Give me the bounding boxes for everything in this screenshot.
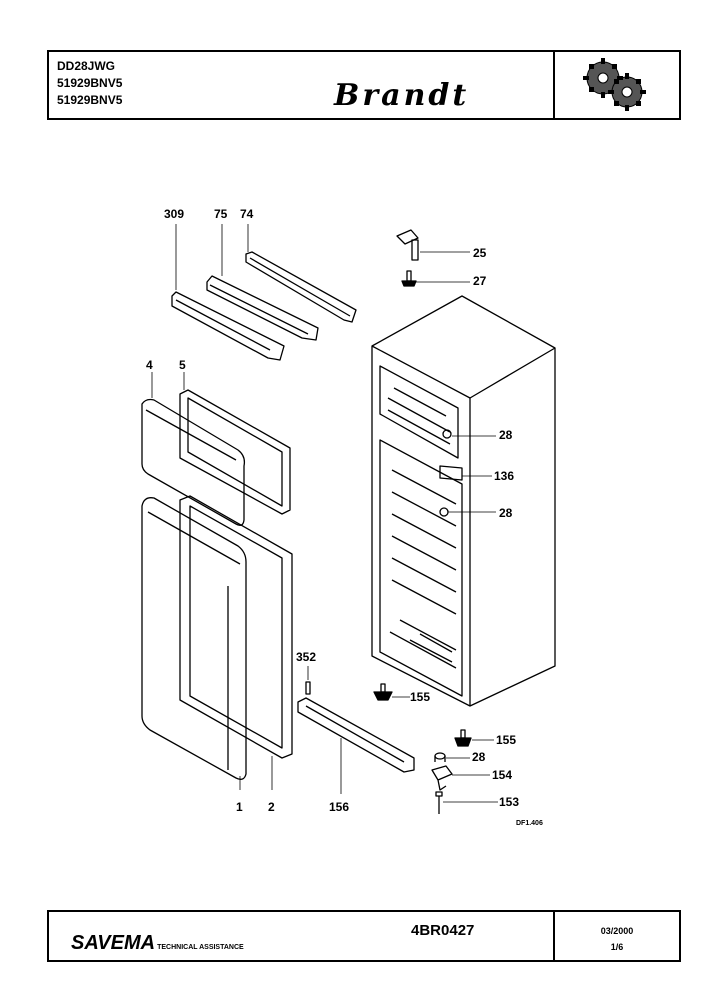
screw-153 <box>435 791 443 814</box>
reference-number: 4BR0427 <box>411 922 475 939</box>
date-page-box: 03/2000 1/6 <box>553 912 679 960</box>
brand-logo-text: Brandt <box>334 78 470 113</box>
freezer-gasket-5 <box>179 389 291 515</box>
door-handle-trim-75 <box>206 275 319 341</box>
part-label-4: 4 <box>146 358 153 372</box>
shelf-support-28-top <box>442 429 452 439</box>
company-name-text: SAVEMA <box>71 932 156 954</box>
shelf-support-28-mid <box>439 507 449 517</box>
part-label-309: 309 <box>164 207 185 221</box>
model-line: DD28JWG <box>57 59 116 73</box>
hinge-cover-74 <box>245 251 357 323</box>
part-label-156: 156 <box>329 800 350 814</box>
document-date: 03/2000 <box>600 926 634 936</box>
screw-27 <box>401 270 417 287</box>
part-label-155-a: 155 <box>410 690 431 704</box>
door-handle-trim-309 <box>171 291 285 361</box>
freezer-door-4 <box>141 398 246 526</box>
part-label-28-top: 28 <box>499 428 513 442</box>
model-line: 51929BNV5 <box>57 76 123 90</box>
bracket-154 <box>431 765 453 791</box>
fridge-gasket-2 <box>179 495 293 759</box>
part-label-153: 153 <box>499 795 520 809</box>
logo-box <box>553 52 679 118</box>
thermostat-136 <box>439 465 463 481</box>
part-label-74: 74 <box>240 207 254 221</box>
leader-lines <box>151 224 498 803</box>
part-label-28-bottom: 28 <box>472 750 486 764</box>
part-label-5: 5 <box>179 358 186 372</box>
part-label-352: 352 <box>296 650 317 664</box>
model-line: 51929BNV5 <box>57 93 123 107</box>
pin-352 <box>305 681 311 695</box>
model-list: DD28JWG 51929BNV5 51929BNV5 <box>57 58 122 109</box>
part-label-75: 75 <box>214 207 228 221</box>
title-block: DD28JWG 51929BNV5 51929BNV5 Brandt <box>47 50 681 120</box>
part-label-154: 154 <box>492 768 513 782</box>
kick-plate-156 <box>297 697 415 773</box>
part-label-25: 25 <box>473 246 487 260</box>
part-label-136: 136 <box>494 469 515 483</box>
part-label-27: 27 <box>473 274 487 288</box>
adjustable-foot-155b <box>454 729 472 747</box>
gears-icon <box>583 58 646 111</box>
fridge-door-1 <box>141 497 247 780</box>
company-subtitle: TECHNICAL ASSISTANCE <box>157 944 244 951</box>
hinge-pin-25 <box>396 229 419 261</box>
part-label-28-mid: 28 <box>499 506 513 520</box>
page-number: 1/6 <box>610 942 624 952</box>
adjustable-foot-155a <box>373 683 393 701</box>
part-label-1: 1 <box>236 800 243 814</box>
part-label-155-b: 155 <box>496 733 517 747</box>
part-label-2: 2 <box>268 800 275 814</box>
spacer-28 <box>434 752 446 762</box>
drawing-code: DF1.406 <box>516 820 543 827</box>
cabinet-body <box>371 295 556 707</box>
